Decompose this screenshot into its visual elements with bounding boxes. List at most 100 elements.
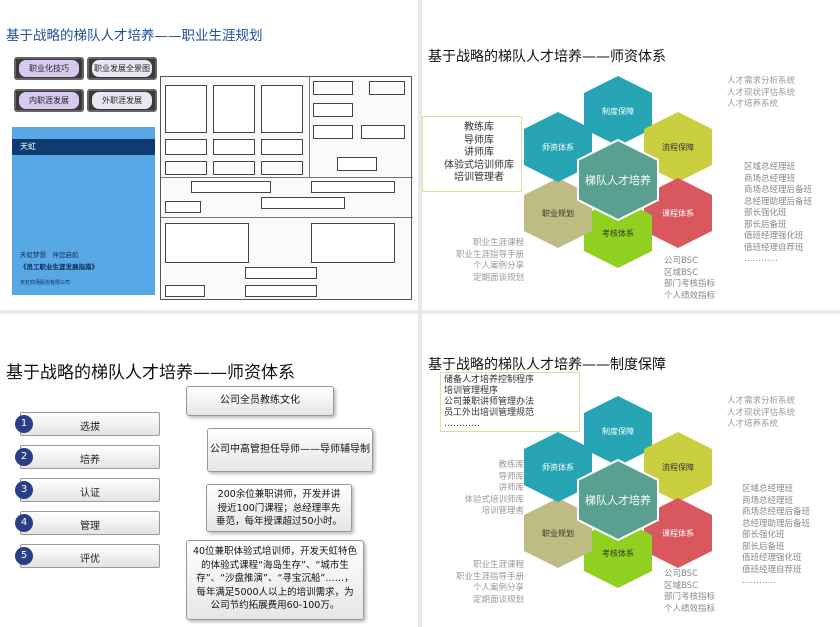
tag-career-skills[interactable]: 职业化技巧	[14, 57, 84, 80]
list-item: 储备人才培养控制程序	[444, 375, 535, 385]
hex-label-top: 制度保障	[602, 106, 634, 116]
slide-title: 基于战略的梯队人才培养——师资体系	[428, 49, 666, 65]
hex-topright[interactable]	[644, 432, 712, 502]
hex-center[interactable]	[577, 458, 659, 542]
hex-label-right: 课程体系	[662, 208, 694, 218]
list-item: 商场总经理后备班	[744, 185, 813, 195]
list-item: 定期面谈规划	[472, 272, 524, 283]
tag-external-career[interactable]: 外职涯发展	[87, 89, 157, 112]
step-number: 4	[15, 514, 33, 532]
list-item: 个人案例分享	[472, 583, 524, 593]
flow-box	[311, 223, 395, 263]
flow-box	[213, 161, 255, 175]
hex-left[interactable]	[524, 498, 592, 568]
hex-left[interactable]	[524, 178, 592, 248]
step-number: 1	[15, 415, 33, 433]
list-item: 个人案例分享	[472, 261, 524, 271]
slide-policy-guarantee[interactable]: 基于战略的梯队人才培养——制度保障 储备人才培养控制程序 培训管理程序 公司兼职…	[422, 314, 840, 627]
faculty-library-box	[422, 116, 522, 192]
list-item: 培训管理者	[454, 172, 504, 183]
career-planning-list: 职业生涯课程 职业生涯指导手册 个人案例分享 定期面谈规划	[442, 238, 524, 284]
slide-title: 基于战略的梯队人才培养——职业生涯规划	[6, 28, 263, 44]
list-item: 总经理助理后备班	[742, 518, 811, 529]
hex-label-topleft: 师资体系	[542, 462, 574, 472]
hex-right[interactable]	[644, 498, 712, 568]
tag-career-map[interactable]: 职业发展全景图	[87, 57, 157, 80]
flow-box	[213, 139, 255, 155]
step-label: 评优	[80, 554, 100, 565]
hex-topleft[interactable]	[524, 432, 592, 502]
slide-career-planning[interactable]: 基于战略的梯队人才培养——职业生涯规划 职业化技巧 职业发展全景图 内职涯发展 …	[0, 0, 418, 310]
list-item: 区域总经理班	[742, 484, 794, 494]
list-item: 导师库	[498, 471, 524, 482]
flow-box	[261, 197, 345, 209]
flow-line	[161, 217, 413, 218]
hex-bottom[interactable]	[584, 198, 652, 268]
list-item: 导师库	[464, 134, 494, 146]
list-item: 讲师库	[498, 483, 524, 493]
assessment-list: 公司BSC 区域BSC 部门考核指标 个人绩效指标	[664, 569, 715, 615]
list-item: 公司兼职讲师管理办法	[444, 397, 535, 407]
list-item: 人才培养系统	[727, 419, 779, 429]
list-item: 体验式培训师库	[444, 159, 514, 171]
flow-box	[313, 103, 353, 117]
slide-faculty-system[interactable]: 基于战略的梯队人才培养——师资体系 教练库 导师库 讲师库 体验式培训师库 培训…	[422, 0, 840, 310]
flow-box	[261, 161, 303, 175]
hex-top[interactable]	[584, 76, 652, 146]
list-item: …………	[744, 254, 778, 264]
hex-bottom[interactable]	[584, 518, 652, 588]
list-item: 值班经理自荐班	[742, 564, 802, 575]
list-item: 人才培养系统	[727, 99, 779, 109]
system-list: 人才需求分析系统 人才现状评估系统 人才培养系统	[727, 396, 795, 431]
tag-internal-career[interactable]: 内职涯发展	[14, 89, 84, 112]
book-brand: 天虹	[20, 142, 36, 151]
list-item: 体验式培训师库	[464, 494, 524, 505]
flow-box	[213, 85, 255, 133]
list-item: 部长后备班	[744, 219, 787, 230]
flow-box	[261, 85, 303, 133]
list-item: 教练库	[498, 460, 524, 470]
hex-topleft[interactable]	[524, 112, 592, 182]
list-item: 人才现状评估系统	[727, 87, 796, 98]
flow-line	[309, 77, 310, 177]
list-item: 区域总经理班	[744, 162, 796, 172]
flow-box	[261, 139, 303, 155]
slide-title: 基于战略的梯队人才培养——师资体系	[6, 363, 295, 383]
hex-top[interactable]	[584, 396, 652, 466]
flow-box	[313, 125, 353, 139]
list-item: 培训管理程序	[444, 386, 499, 396]
step-select[interactable]: 1 选拔	[15, 412, 160, 436]
flow-box	[245, 267, 317, 279]
policy-list: 储备人才培养控制程序 培训管理程序 公司兼职讲师管理办法 员工外出培训管理规范 …	[444, 375, 534, 430]
flow-box	[165, 161, 207, 175]
flow-box	[165, 139, 207, 155]
faculty-library-list: 教练库 导师库 讲师库 体验式培训师库 培训管理者	[434, 122, 524, 185]
flow-box	[191, 181, 271, 193]
flow-box	[165, 201, 201, 213]
hex-label-center: 梯队人才培养	[585, 173, 651, 187]
hex-center[interactable]	[577, 138, 659, 222]
hex-right[interactable]	[644, 178, 712, 248]
list-item: 总经理助理后备班	[744, 196, 813, 207]
list-item: 个人绩效指标	[664, 290, 716, 301]
list-item: 商场总经理后备班	[742, 507, 811, 517]
hex-label-left: 职业规划	[542, 528, 574, 538]
book-band: 天虹	[12, 139, 155, 155]
hex-label-center: 梯队人才培养	[585, 493, 651, 507]
hex-label-bottom: 考核体系	[602, 548, 634, 558]
list-item: 培训管理者	[481, 506, 524, 516]
book-line3: 天虹商场股份有限公司	[20, 280, 71, 286]
hex-diagram: 制度保障 流程保障 课程体系 考核体系 职业规划 师资体系 梯队人才培养	[524, 76, 712, 268]
step-label: 选拔	[80, 422, 100, 433]
step-number: 3	[15, 481, 33, 499]
list-item: 部长强化班	[744, 208, 787, 218]
hex-topright[interactable]	[644, 112, 712, 182]
list-item: 部长后备班	[742, 541, 785, 552]
course-class-list: 区域总经理班 商场总经理班 商场总经理后备班 总经理助理后备班 部长强化班 部长…	[744, 162, 812, 266]
step-label: 培养	[80, 455, 100, 466]
